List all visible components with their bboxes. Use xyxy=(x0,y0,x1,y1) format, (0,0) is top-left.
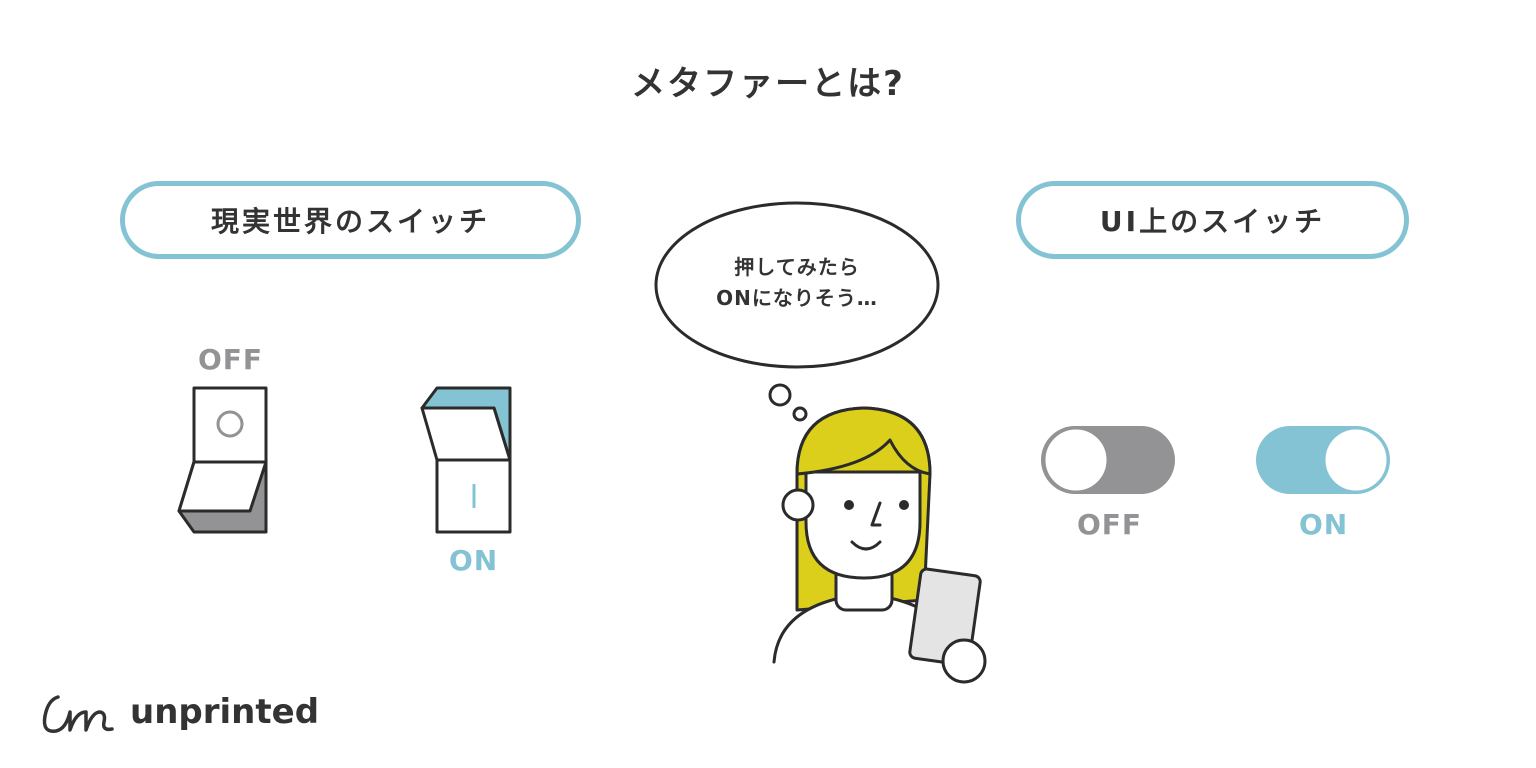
ui-switch-heading-label: UI上のスイッチ xyxy=(1099,205,1326,238)
real-switch-on-label: ON xyxy=(449,544,499,577)
thought-bubble-text: 押してみたら ONになりそう… xyxy=(656,252,938,314)
brand-logo: unprinted xyxy=(124,692,319,732)
real-switch-off-label: OFF xyxy=(198,343,264,376)
page-title: メタファーとは? xyxy=(631,64,905,104)
person-illustration xyxy=(772,406,987,684)
rocker-switch-off xyxy=(177,386,268,534)
ui-toggle-on xyxy=(1256,426,1390,494)
ui-switch-on-label: ON xyxy=(1299,508,1349,541)
off-circle-symbol xyxy=(216,410,244,438)
thought-line-2: ONになりそう… xyxy=(716,286,878,310)
ui-switch-off-label: OFF xyxy=(1077,508,1143,541)
rocker-switch-on xyxy=(420,386,512,534)
ui-toggle-off xyxy=(1041,426,1175,494)
unprinted-logo-icon xyxy=(42,695,114,733)
toggle-knob xyxy=(1322,426,1390,494)
real-world-switch-heading-label: 現実世界のスイッチ xyxy=(210,205,490,238)
brand-name: unprinted xyxy=(130,692,320,732)
ui-switch-heading: UI上のスイッチ xyxy=(1016,181,1409,259)
thought-bubble xyxy=(654,201,940,422)
toggle-knob xyxy=(1042,426,1110,494)
thought-line-1: 押してみたら xyxy=(734,255,860,279)
real-world-switch-heading: 現実世界のスイッチ xyxy=(120,181,581,259)
